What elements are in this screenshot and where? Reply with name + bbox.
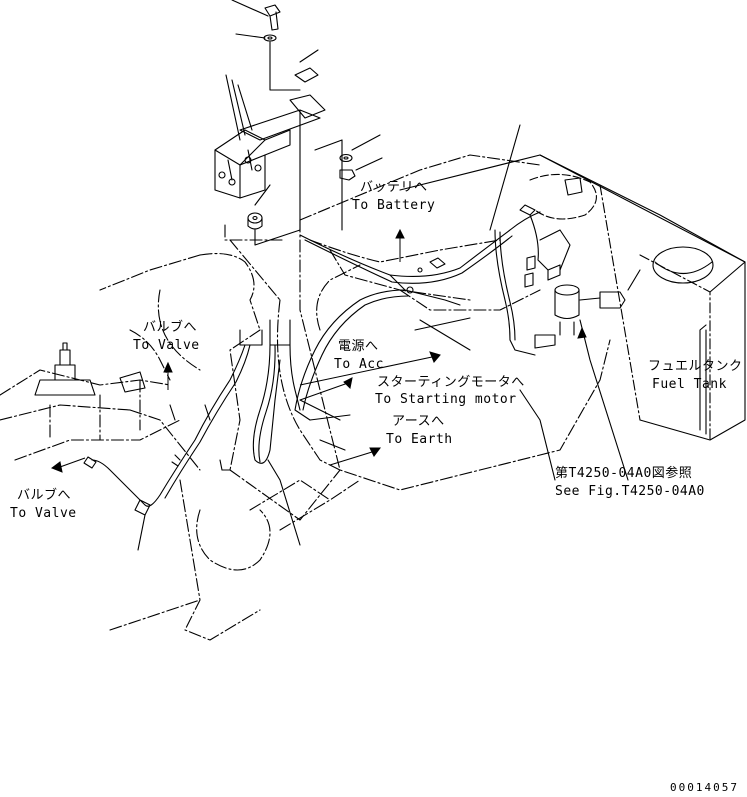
- to-valve-en-label: To Valve: [133, 338, 200, 353]
- to-valve-en-label-2: To Valve: [10, 506, 77, 521]
- see-fig-en-label: See Fig.T4250-04A0: [555, 484, 705, 499]
- see-fig-jp-label: 第T4250-04A0図参照: [555, 466, 693, 481]
- nut-and-washer: [314, 134, 383, 231]
- fuel-tank-en-label: Fuel Tank: [652, 377, 727, 392]
- drawing-code: 00014057: [670, 781, 739, 794]
- leader-lines: [137, 124, 641, 551]
- to-acc-jp-label: 電源へ: [338, 339, 379, 354]
- to-starting-motor-jp-label: スターティングモータへ: [377, 375, 525, 390]
- valve-cables: [83, 319, 301, 516]
- arrow-heads: [50, 228, 587, 473]
- fuel-tank-jp-label: フュエルタンク: [648, 359, 743, 374]
- to-earth-en-label: To Earth: [386, 432, 453, 447]
- bolt-and-washer: [231, 0, 301, 91]
- fuel-tank: [399, 154, 746, 441]
- to-battery-en-label: To Battery: [352, 198, 436, 213]
- fuel-sender-unit: [539, 229, 626, 336]
- valve-bracket-left: [34, 342, 146, 396]
- machine-frame: [0, 154, 611, 641]
- mounting-bracket: [214, 49, 326, 199]
- to-starting-motor-en-label: To Starting motor: [375, 392, 517, 407]
- to-valve-jp-label: バルブへ: [143, 320, 198, 335]
- bushing: [247, 109, 301, 246]
- to-valve-jp-label-2: バルブへ: [17, 488, 72, 503]
- to-earth-jp-label: アースへ: [392, 414, 445, 429]
- to-battery-jp-label: バッテリへ: [360, 180, 428, 195]
- to-acc-en-label: To Acc: [334, 357, 384, 372]
